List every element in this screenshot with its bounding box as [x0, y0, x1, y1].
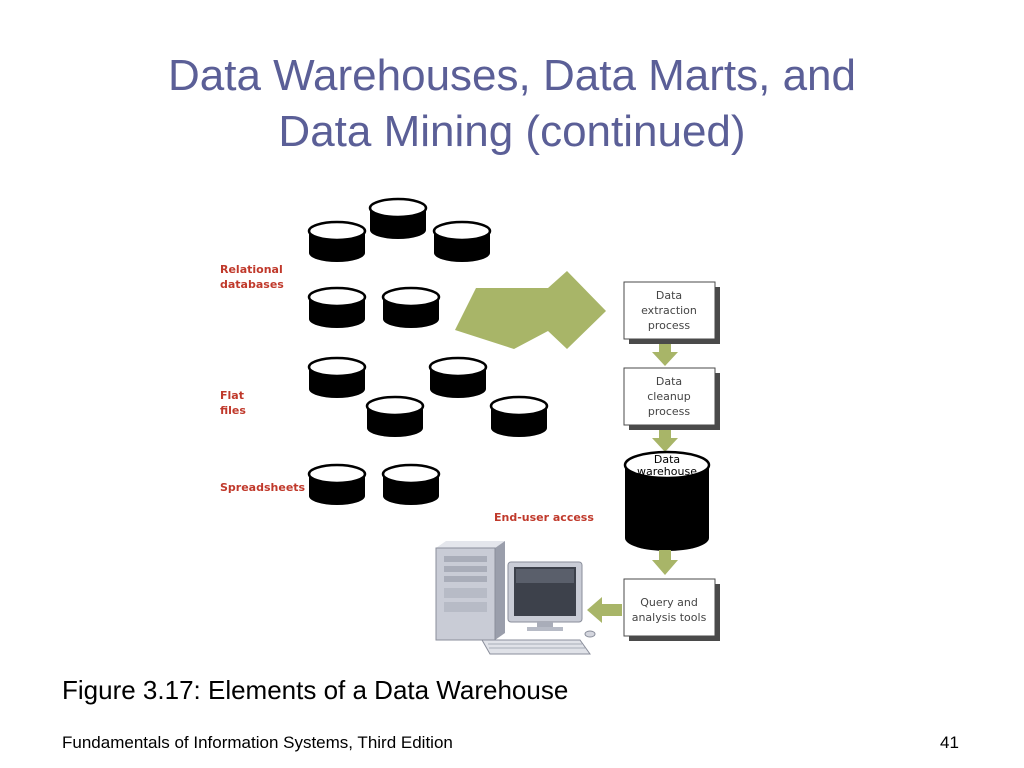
file-disk-icon [307, 356, 367, 400]
spreadsheet-disk-icon [381, 463, 441, 507]
database-icon [432, 220, 492, 264]
page-number: 41 [940, 733, 959, 752]
query-line2: analysis tools [632, 611, 707, 624]
down-arrow-icon [652, 430, 678, 452]
warehouse-line1: Data [654, 453, 680, 466]
database-icon [381, 286, 441, 330]
spreadsheet-disk-icon [307, 463, 367, 507]
extraction-line1: Data [656, 289, 682, 302]
file-disk-icon [428, 356, 488, 400]
big-arrow-icon [455, 271, 606, 349]
database-icon [307, 286, 367, 330]
label-relational-line2: databases [220, 278, 284, 291]
relational-databases-group [307, 197, 492, 330]
footer-text: Fundamentals of Information Systems, Thi… [62, 733, 453, 752]
file-disk-icon [489, 395, 549, 439]
extraction-line3: process [648, 319, 691, 332]
down-arrow-icon [652, 550, 678, 575]
cleanup-line3: process [648, 405, 691, 418]
label-end-user-access: End-user access [494, 511, 594, 524]
cleanup-line1: Data [656, 375, 682, 388]
extraction-process-box: Data extraction process [623, 281, 720, 344]
cleanup-line2: cleanup [647, 390, 691, 403]
down-arrow-icon [652, 344, 678, 366]
label-flat-line1: Flat [220, 389, 244, 402]
label-flat-line2: files [220, 404, 246, 417]
warehouse-line2: warehouse [637, 465, 697, 478]
file-disk-icon [365, 395, 425, 439]
database-icon [368, 197, 428, 241]
figure-caption: Figure 3.17: Elements of a Data Warehous… [62, 675, 569, 705]
slide-title-line2: Data Mining (continued) [278, 107, 746, 156]
label-relational-line1: Relational [220, 263, 283, 276]
database-icon [307, 220, 367, 264]
label-spreadsheets: Spreadsheets [220, 481, 306, 494]
slide-title: Data Warehouses, Data Marts, and Data Mi… [60, 48, 964, 160]
query-tools-box: Query and analysis tools [623, 578, 720, 641]
computer-icon [435, 541, 596, 655]
left-arrow-icon [587, 597, 622, 623]
data-warehouse-cylinder: Data warehouse [623, 450, 711, 551]
slide-title-line1: Data Warehouses, Data Marts, and [167, 51, 856, 100]
flat-files-group [307, 356, 549, 439]
cleanup-process-box: Data cleanup process [623, 367, 720, 430]
spreadsheets-group [307, 463, 441, 507]
query-line1: Query and [640, 596, 698, 609]
extraction-line2: extraction [641, 304, 697, 317]
